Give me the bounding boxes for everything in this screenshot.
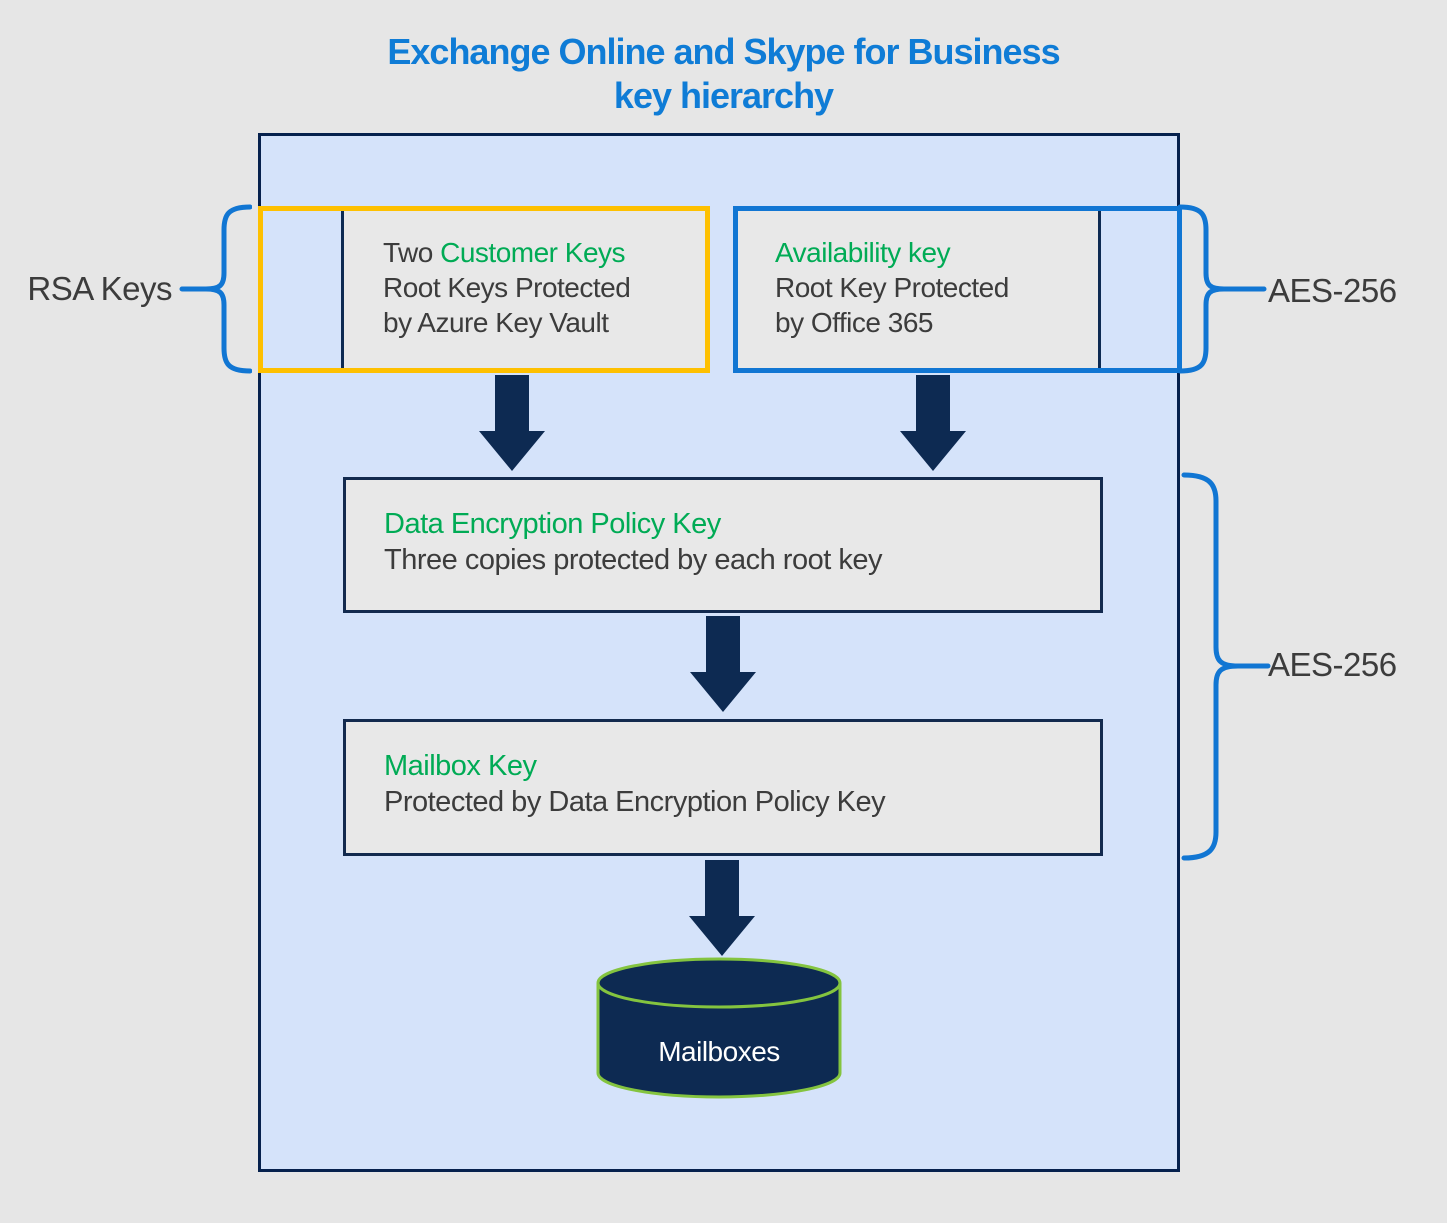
- diagram-title: Exchange Online and Skype for Business k…: [0, 30, 1447, 118]
- rsa-keys-label: RSA Keys: [27, 270, 172, 307]
- customer-keys-name: Customer Keys: [440, 237, 626, 268]
- availability-key-line2: Root Key Protected: [775, 272, 1009, 303]
- dep-key-box: Data Encryption Policy Key Three copies …: [343, 477, 1103, 613]
- down-arrow-dep-key-icon: [690, 616, 756, 712]
- right-bottom-brace: [1181, 472, 1271, 861]
- customer-keys-line2: Root Keys Protected: [383, 272, 631, 303]
- down-arrow-customer-keys-icon: [479, 375, 545, 471]
- left-brace: [179, 204, 252, 374]
- availability-key-divider-line: [1098, 211, 1101, 368]
- diagram-title-line2: key hierarchy: [613, 75, 834, 116]
- mailbox-key-line2: Protected by Data Encryption Policy Key: [384, 786, 886, 818]
- dep-key-name: Data Encryption Policy Key: [384, 508, 721, 540]
- dep-key-line2: Three copies protected by each root key: [384, 544, 882, 576]
- availability-key-name: Availability key: [775, 237, 951, 268]
- customer-keys-line3: by Azure Key Vault: [383, 307, 609, 338]
- down-arrow-availability-key-icon: [900, 375, 966, 471]
- customer-keys-heading: Two Customer Keys: [383, 235, 705, 270]
- right-top-brace: [1177, 204, 1267, 374]
- aes-256-top-label: AES-256: [1268, 272, 1397, 309]
- down-arrow-mailbox-key-icon: [689, 860, 755, 956]
- aes-256-bottom-label: AES-256: [1268, 646, 1397, 683]
- mailboxes-cylinder: [596, 957, 842, 1099]
- mailbox-key-name: Mailbox Key: [384, 750, 537, 782]
- diagram-title-line1: Exchange Online and Skype for Business: [387, 31, 1060, 72]
- customer-keys-divider-line: [341, 211, 344, 368]
- mailboxes-label: Mailboxes: [658, 1036, 780, 1067]
- customer-keys-prefix: Two: [383, 237, 441, 268]
- availability-key-frame: Availability key Root Key Protected by O…: [733, 206, 1182, 373]
- mailbox-key-box: Mailbox Key Protected by Data Encryption…: [343, 719, 1103, 856]
- customer-keys-box: Two Customer Keys Root Keys Protected by…: [344, 211, 705, 368]
- availability-key-line3: by Office 365: [775, 307, 933, 338]
- customer-keys-frame: Two Customer Keys Root Keys Protected by…: [258, 206, 710, 373]
- availability-key-box: Availability key Root Key Protected by O…: [738, 211, 1098, 368]
